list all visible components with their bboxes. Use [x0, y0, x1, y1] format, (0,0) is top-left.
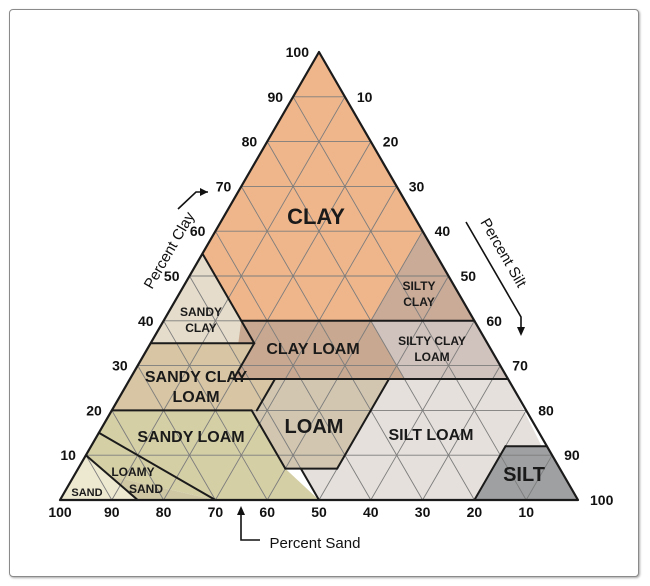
silt-tick-label: 50: [461, 268, 477, 284]
sand-tick-label: 20: [467, 504, 483, 520]
sand-axis-title: Percent Sand: [237, 506, 360, 552]
sand-gridline: [137, 365, 216, 501]
sand-gridline: [292, 96, 527, 501]
zone-border: [232, 342, 256, 381]
sandy-clay-loam-label: SANDY CLAY: [145, 369, 248, 386]
silt-loam-zone: [300, 379, 542, 500]
silt-tick-label: 90: [564, 447, 580, 463]
silt-label: SILT: [503, 464, 545, 486]
clay-tick-label: 10: [60, 447, 76, 463]
silty-clay-label: CLAY: [403, 295, 435, 309]
clay-tick-label: 90: [268, 89, 284, 105]
silty-clay-loam-label: LOAM: [414, 350, 449, 364]
sand-tick-label: 80: [156, 504, 172, 520]
clay-tick-label: 80: [242, 134, 258, 150]
zone-labels: CLAY SILTY CLAY SANDY CLAY CLAY LOAM SILTY CLA…: [71, 204, 545, 499]
silt-axis-arrowhead: [517, 327, 525, 336]
clay-tick-label: 60: [190, 223, 206, 239]
triangle-outline: [58, 50, 580, 502]
zone-border: [97, 431, 217, 501]
sand-tick-label: 10: [518, 504, 534, 520]
silt-tick-label: 80: [538, 402, 554, 418]
clay-axis-arrow: [177, 191, 208, 210]
percent-sand-label: Percent Sand: [270, 535, 361, 552]
clay-loam-zone: [233, 320, 405, 379]
silty-clay-loam-label: SILTY CLAY: [398, 334, 466, 348]
zone-border: [240, 319, 256, 345]
zone-borders: [58, 50, 580, 502]
sandy-clay-loam-label: LOAM: [172, 389, 219, 406]
silt-loam-label: SILT LOAM: [388, 427, 473, 444]
sand-gridline: [85, 454, 113, 501]
sandy-clay-label: CLAY: [185, 321, 217, 335]
clay-axis-arrowhead: [200, 188, 208, 196]
zone-border: [201, 252, 243, 322]
clay-loam-label: CLAY LOAM: [266, 341, 359, 358]
clay-tick-label: 70: [216, 178, 232, 194]
sand-tick-label: 40: [363, 504, 379, 520]
zone-border: [250, 409, 287, 470]
sand-tick-label: 90: [104, 504, 120, 520]
silt-gridline: [422, 365, 501, 501]
silt-tick-label: 100: [590, 492, 614, 508]
silt-tick-label: 70: [512, 358, 528, 374]
zone-border: [84, 454, 139, 501]
silt-axis-arrow: [465, 221, 522, 330]
sand-tick-label: 50: [311, 504, 327, 520]
clay-label: CLAY: [287, 204, 345, 229]
loamy-sand-label: LOAMY: [111, 465, 154, 479]
sand-axis-arrow: [240, 513, 260, 541]
zone-border: [255, 378, 276, 412]
clay-tick-label: 50: [164, 268, 180, 284]
sand-gridline: [189, 275, 320, 501]
clay-tick-label: 30: [112, 358, 128, 374]
silt-gridline: [525, 454, 553, 501]
sandy-loam-label: SANDY LOAM: [137, 429, 244, 446]
loamy-sand-label: SAND: [129, 482, 163, 496]
sand-label: SAND: [71, 487, 102, 499]
sand-tick-label: 70: [208, 504, 224, 520]
zone-border: [473, 445, 507, 501]
silt-tick-label: 40: [435, 223, 451, 239]
loamy-sand-zone: [78, 432, 216, 500]
clay-tick-label: 100: [286, 44, 310, 60]
sandy-clay-loam-zone: [111, 343, 275, 411]
sandy-clay-label: SANDY: [180, 305, 222, 319]
silt-gridline: [215, 186, 398, 501]
sand-tick-label: 60: [259, 504, 275, 520]
clay-tick-label: 40: [138, 313, 154, 329]
sand-gridline: [240, 186, 423, 501]
clay-tick-label: 20: [86, 402, 102, 418]
silty-clay-label: SILTY: [402, 279, 435, 293]
sand-tick-label: 30: [415, 504, 431, 520]
loam-zone: [251, 379, 389, 469]
zone-border: [336, 378, 390, 470]
sand-axis-arrowhead: [237, 506, 245, 515]
silt-zone: [474, 446, 578, 500]
silt-tick-label: 20: [383, 134, 399, 150]
silt-tick-label: 60: [486, 313, 502, 329]
zone-border: [299, 467, 320, 501]
silt-tick-label: 30: [409, 178, 425, 194]
silt-tick-label: 10: [357, 89, 373, 105]
sand-tick-label: 100: [48, 504, 72, 520]
tick-labels: 10 20 30 40 50 60 70 80 90 100 10 20 30 40 50 60 70 80 90 1…: [48, 44, 613, 520]
loam-label: LOAM: [285, 416, 344, 438]
silt-gridline: [370, 320, 475, 501]
